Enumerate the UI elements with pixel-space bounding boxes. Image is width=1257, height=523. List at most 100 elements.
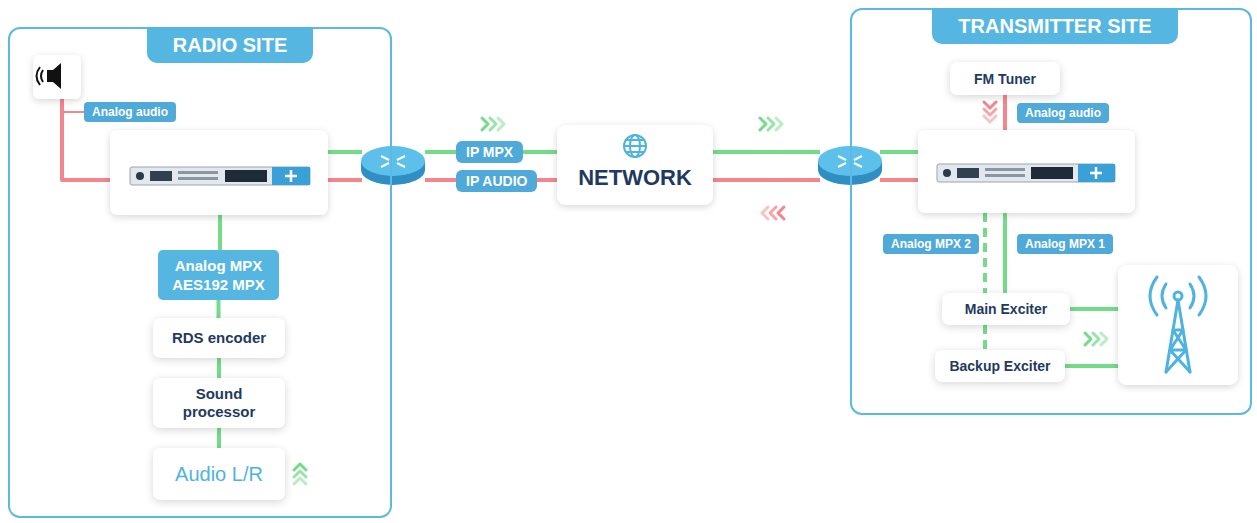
process-box: Sound processor (153, 378, 285, 428)
flow-chevron (778, 207, 784, 219)
antenna-tower (1150, 277, 1206, 315)
antenna-tower (1118, 265, 1238, 385)
globe-icon (624, 135, 646, 157)
audio-wire (713, 178, 820, 182)
flow-chevron (984, 109, 996, 115)
flow-chevron (768, 118, 774, 130)
speaker-icon (33, 55, 81, 99)
node-label: Backup Exciter (949, 357, 1050, 375)
audio-wire (62, 111, 84, 113)
node-label: IP MPX (466, 141, 513, 163)
antenna-tower (1174, 292, 1182, 300)
flow-chevron (984, 102, 996, 108)
signal-tag: Analog MPX 1 (1017, 234, 1113, 254)
signal-connector (983, 325, 987, 350)
node-label: Sound processor (169, 385, 269, 421)
process-box: RDS encoder (153, 318, 285, 358)
signal-tag: Analog audio (1017, 103, 1109, 123)
stream-tag: IP MPX (456, 141, 523, 163)
antenna-tower (1118, 265, 1238, 385)
flow-chevron (490, 118, 496, 130)
router-icon (361, 146, 425, 176)
codec-device (225, 170, 267, 182)
node-label: NETWORK (578, 165, 692, 191)
mpx-wire (1070, 307, 1118, 311)
codec-device (918, 130, 1135, 213)
flow-chevron (762, 207, 768, 219)
codec-device (110, 130, 328, 215)
signal-tag: Analog MPX 2 (883, 234, 979, 254)
network-cloud-box (557, 125, 713, 205)
flow-chevron (776, 118, 782, 130)
site-heading: TRANSMITTER SITE (932, 8, 1177, 44)
node-label: Analog MPX 1 (1025, 234, 1105, 254)
node-label: Analog MPX (175, 256, 263, 275)
flow-chevron (1101, 333, 1107, 345)
flow-chevron (760, 118, 766, 130)
mpx-wire (713, 150, 820, 154)
mpx-wire (1003, 213, 1007, 293)
antenna-tower (1166, 300, 1190, 372)
node-label: Audio L/R (175, 465, 263, 483)
codec-device (178, 171, 218, 174)
antenna-tower (1162, 284, 1194, 308)
router-icon (838, 156, 862, 167)
audio-wire (880, 178, 918, 182)
codec-device (136, 172, 144, 180)
codec-device (1090, 167, 1102, 179)
node-label: Main Exciter (965, 300, 1047, 318)
codec-device (918, 130, 1135, 213)
flow-chevron (294, 471, 306, 477)
flow-chevron (1093, 333, 1099, 345)
codec-device (937, 164, 1115, 182)
flow-chevron (294, 464, 306, 470)
site-panel: TRANSMITTER SITEFM TunerAnalog audioAnal… (850, 8, 1252, 415)
codec-device (272, 167, 310, 185)
output-box: Analog MPXAES192 MPX (158, 250, 279, 300)
antenna-tower (1150, 277, 1206, 372)
flow-chevron (294, 478, 306, 484)
flow-chevron (1085, 333, 1091, 345)
mpx-wire (880, 150, 918, 154)
source-box: Audio L/R (153, 448, 285, 500)
speaker-icon (47, 63, 61, 89)
node-label: RDS encoder (172, 329, 266, 347)
node-label: IP AUDIO (466, 170, 527, 192)
audio-wire (1003, 95, 1007, 130)
globe-icon (624, 140, 646, 152)
codec-device (285, 170, 297, 182)
flow-chevron (482, 118, 488, 130)
signal-tag: Analog audio (84, 102, 176, 122)
codec-device (943, 169, 951, 177)
exciter-box: Main Exciter (942, 293, 1070, 325)
site-panel: RADIO SITE Analog audioAnalog MPXAES192 M… (8, 27, 392, 518)
codec-device (1078, 164, 1115, 182)
globe-icon (624, 135, 646, 157)
speaker-icon (37, 67, 44, 85)
codec-device (130, 167, 310, 185)
exciter-box: Backup Exciter (935, 350, 1065, 382)
node-label: Analog audio (92, 102, 168, 122)
node-label: AES192 MPX (172, 275, 265, 294)
router-icon (381, 156, 405, 167)
flow-chevron (984, 116, 996, 122)
codec-device (957, 168, 979, 178)
signal-connector (217, 428, 221, 448)
router-icon (361, 146, 425, 185)
site-heading: RADIO SITE (147, 27, 313, 63)
network-cloud-box (557, 125, 713, 205)
codec-device (985, 168, 1025, 171)
mpx-wire (218, 215, 222, 250)
router-icon (818, 146, 882, 185)
codec-device (985, 174, 1025, 177)
signal-connector (217, 358, 221, 378)
codec-device (178, 177, 218, 180)
mpx-wire (1065, 364, 1118, 368)
network-box: NETWORK (557, 125, 713, 205)
node-label: Analog MPX 2 (891, 234, 971, 254)
codec-device (110, 130, 328, 215)
globe-icon (630, 135, 640, 157)
mpx-wire (328, 150, 362, 154)
codec-device (1031, 167, 1073, 179)
